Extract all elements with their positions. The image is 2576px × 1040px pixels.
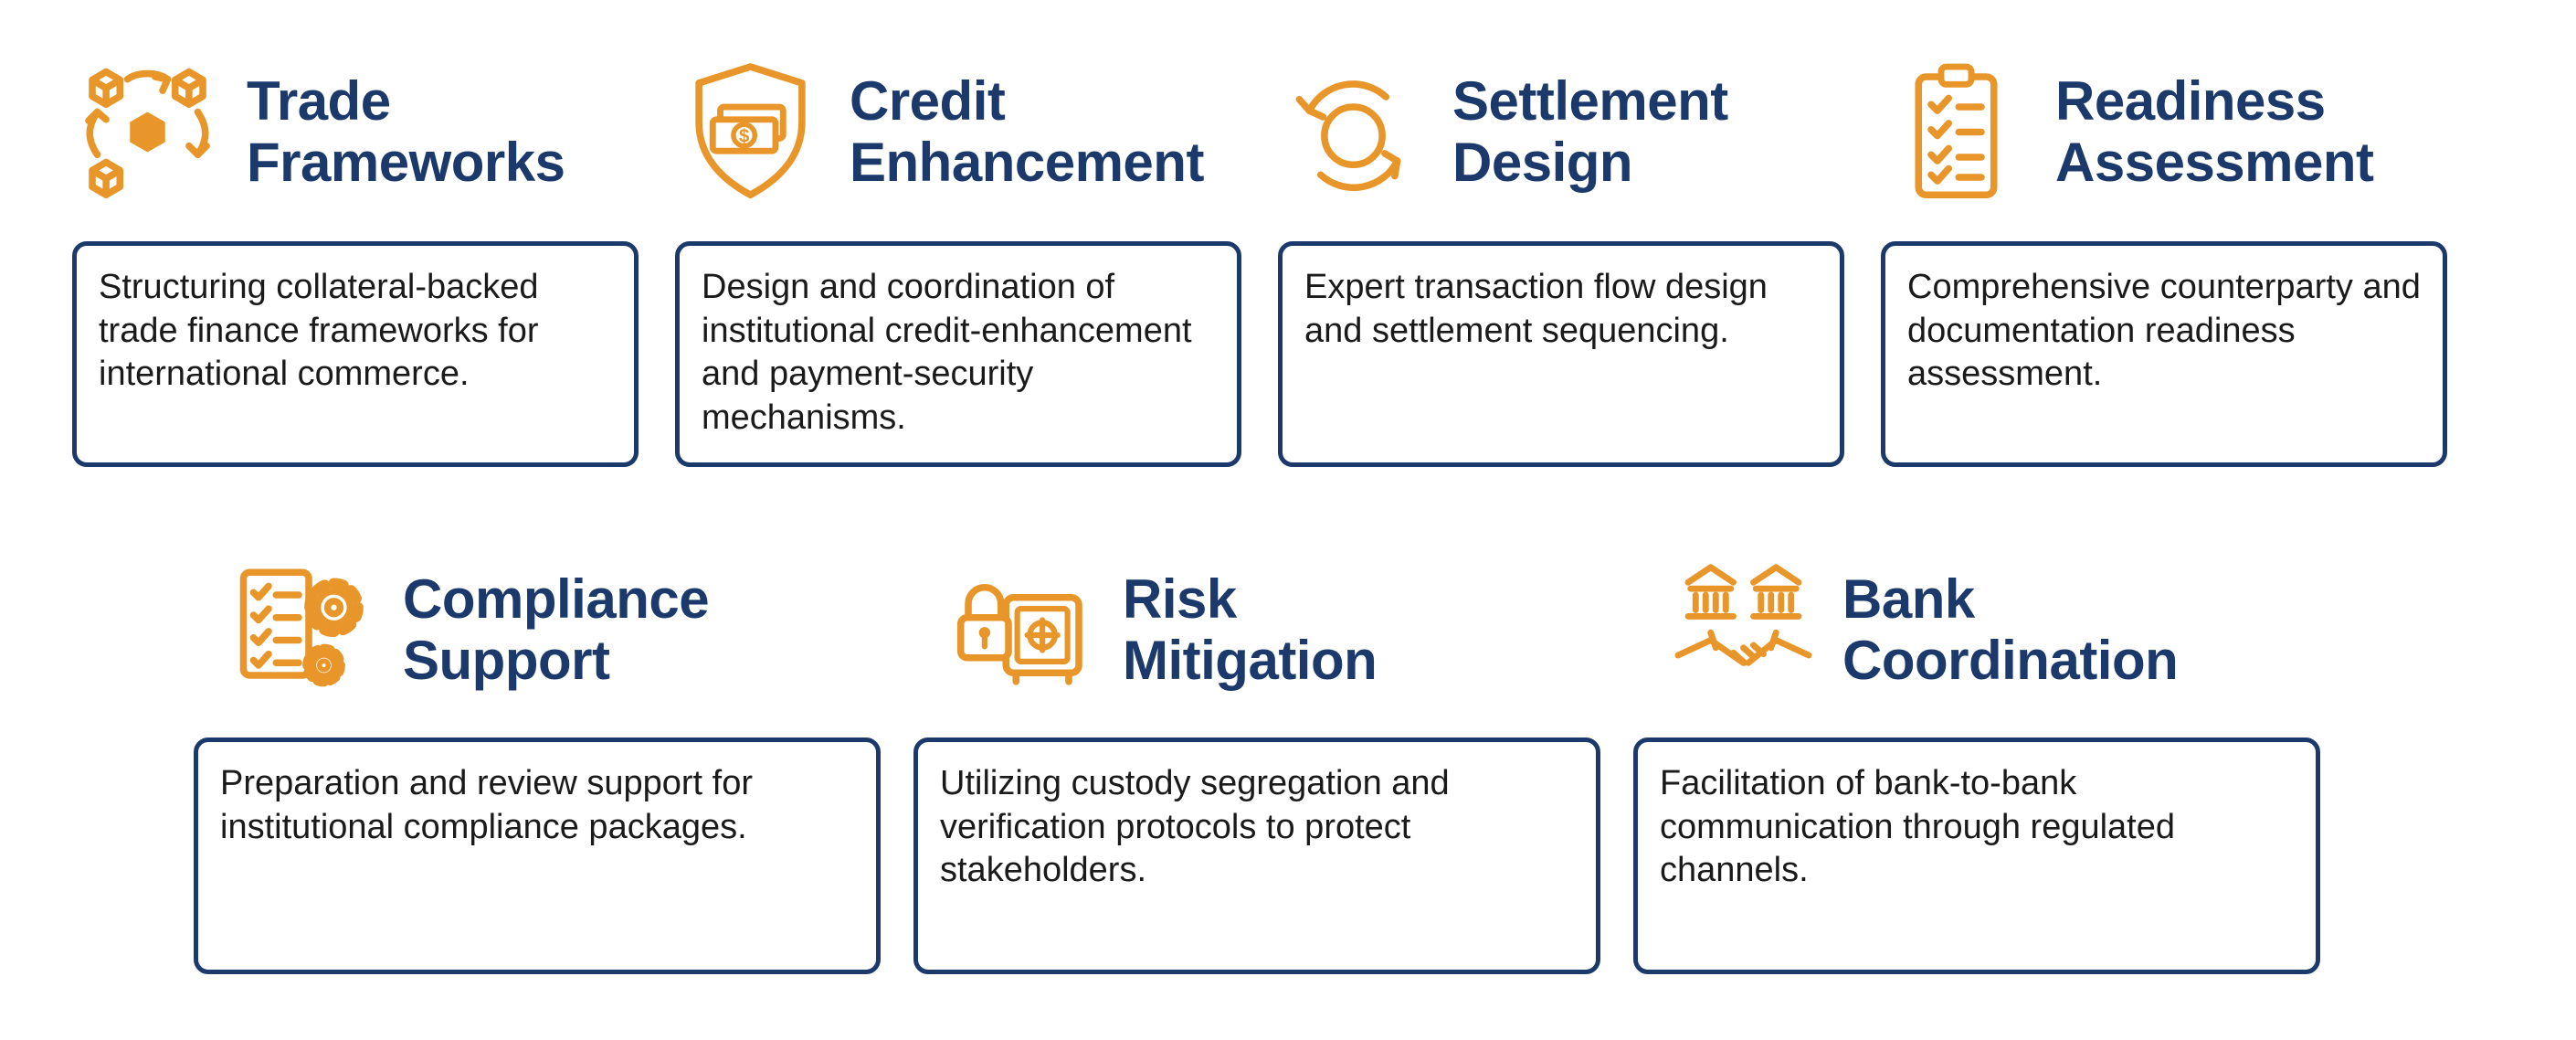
card-description: Preparation and review support for insti… [220,764,753,846]
banks-handshake-icon [1668,555,1819,706]
card-title: Compliance Support [403,568,710,691]
padlock-safe-icon [948,555,1099,706]
card-description: Design and coordination of institutional… [702,268,1192,437]
card-description: Utilizing custody segregation and verifi… [940,764,1450,889]
card-description-box: Design and coordination of institutional… [675,241,1241,467]
top-row: Trade Frameworks Structuring collateral-… [72,40,2576,467]
card-description-box: Structuring collateral-backed trade fina… [72,241,639,467]
card-description: Comprehensive counterparty and documenta… [1907,268,2421,393]
circular-arrows-icon [1278,57,1429,207]
card-header: $ Credit Enhancement [675,40,1241,223]
bottom-row: Compliance Support Preparation and revie… [194,549,2576,974]
card-title: Readiness Assessment [2055,69,2374,193]
shield-banknotes-icon: $ [675,57,826,207]
card-header: Bank Coordination [1633,549,2320,710]
services-grid: Trade Frameworks Structuring collateral-… [0,40,2576,974]
cubes-network-icon [72,57,223,207]
card-header: Risk Mitigation [913,549,1600,710]
card-title: Trade Frameworks [247,69,565,193]
card-description-box: Comprehensive counterparty and documenta… [1881,241,2447,467]
card-description: Expert transaction flow design and settl… [1304,268,1768,350]
card-settlement-design: Settlement Design Expert transaction flo… [1278,40,1844,467]
card-title: Risk Mitigation [1123,568,1378,691]
card-readiness-assessment: Readiness Assessment Comprehensive count… [1881,40,2447,467]
card-description-box: Utilizing custody segregation and verifi… [913,738,1600,974]
card-header: Settlement Design [1278,40,1844,223]
card-header: Readiness Assessment [1881,40,2447,223]
card-header: Trade Frameworks [72,40,639,223]
svg-text:$: $ [739,125,750,146]
card-risk-mitigation: Risk Mitigation Utilizing custody segreg… [913,549,1600,974]
card-title: Settlement Design [1452,69,1728,193]
card-description: Facilitation of bank-to-bank communicati… [1660,764,2176,889]
card-title: Credit Enhancement [850,69,1204,193]
clipboard-checklist-icon [1881,57,2032,207]
card-description: Structuring collateral-backed trade fina… [99,268,539,393]
card-credit-enhancement: $ Credit Enhancement Design and coordina… [675,40,1241,467]
card-header: Compliance Support [194,549,881,710]
card-trade-frameworks: Trade Frameworks Structuring collateral-… [72,40,639,467]
card-title: Bank Coordination [1842,568,2179,691]
card-description-box: Facilitation of bank-to-bank communicati… [1633,738,2320,974]
card-bank-coordination: Bank Coordination Facilitation of bank-t… [1633,549,2320,974]
card-description-box: Preparation and review support for insti… [194,738,881,974]
card-compliance-support: Compliance Support Preparation and revie… [194,549,881,974]
document-gears-icon [228,555,379,706]
card-description-box: Expert transaction flow design and settl… [1278,241,1844,467]
